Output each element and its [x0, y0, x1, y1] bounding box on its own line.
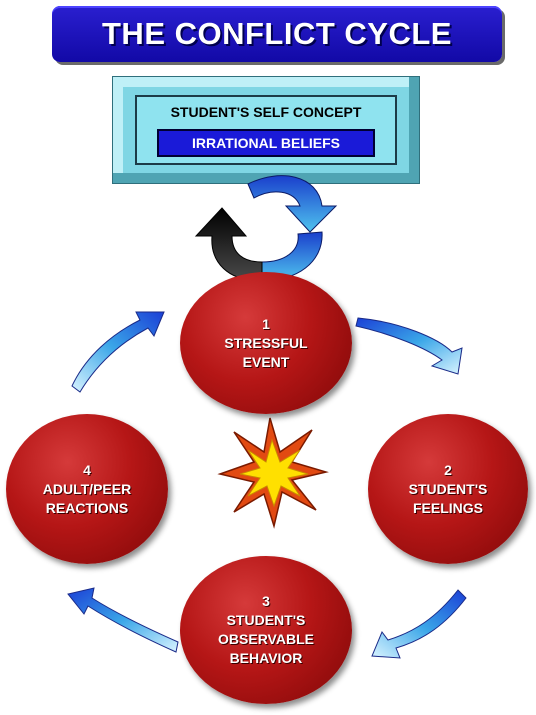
cycle-arrow-black	[194, 207, 263, 281]
irrational-beliefs-label: IRRATIONAL BELIEFS	[191, 135, 341, 151]
node-label-line: STUDENT'S	[408, 480, 488, 497]
node-label-line: ADULT/PEER	[42, 480, 132, 497]
node-number: 1	[262, 315, 270, 332]
self-concept-panel: STUDENT'S SELF CONCEPT IRRATIONAL BELIEF…	[135, 95, 397, 165]
node-label-line: BEHAVIOR	[229, 650, 303, 666]
title-banner: THE CONFLICT CYCLE	[52, 6, 502, 62]
explosion-icon	[217, 417, 329, 529]
node-students-feelings: 2 STUDENT'S FEELINGS	[368, 414, 528, 564]
flow-arrow-icon	[71, 311, 165, 393]
node-label-line: STRESSFUL	[224, 334, 308, 351]
irrational-beliefs-box: IRRATIONAL BELIEFS	[157, 129, 375, 157]
node-label-line: REACTIONS	[45, 499, 129, 516]
self-concept-label: STUDENT'S SELF CONCEPT	[170, 104, 362, 120]
flow-arrow-icon	[355, 317, 463, 375]
node-label-line: EVENT	[242, 353, 290, 370]
node-adult-peer-reactions: 4 ADULT/PEER REACTIONS	[6, 414, 168, 564]
page-title: THE CONFLICT CYCLE	[102, 16, 452, 51]
node-observable-behavior: 3 STUDENT'S OBSERVABLE BEHAVIOR	[180, 556, 352, 704]
node-label-line: STUDENT'S	[226, 612, 306, 628]
node-stressful-event: 1 STRESSFUL EVENT	[180, 272, 352, 414]
cycle-arrow-blue	[247, 175, 338, 233]
cycle-arrows-icon	[194, 175, 338, 281]
self-concept-box: STUDENT'S SELF CONCEPT IRRATIONAL BELIEF…	[112, 76, 420, 184]
node-number: 4	[83, 461, 91, 478]
node-number: 2	[444, 461, 452, 478]
node-label-line: FEELINGS	[412, 499, 483, 516]
flow-arrow-icon	[371, 589, 467, 659]
node-label-line: OBSERVABLE	[218, 631, 314, 647]
node-number: 3	[262, 593, 270, 609]
flow-arrow-icon	[67, 587, 179, 653]
